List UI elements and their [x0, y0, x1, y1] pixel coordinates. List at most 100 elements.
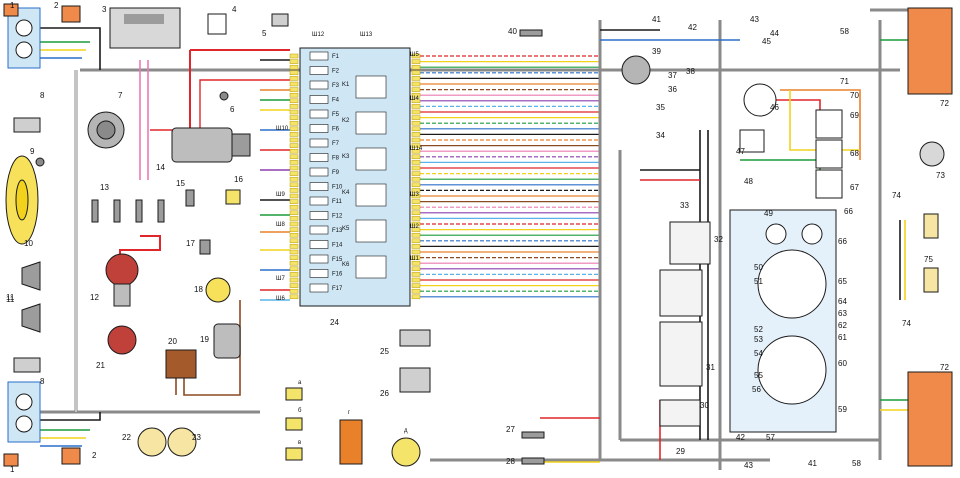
label-sh7: Ш7 — [276, 276, 285, 282]
label-c61: 61 — [838, 333, 847, 342]
label-c21: 21 — [96, 361, 105, 370]
pin-left — [289, 216, 299, 221]
heater-motor — [621, 55, 651, 85]
pin-left — [289, 227, 299, 232]
pin-right — [411, 260, 421, 266]
label-c14: 14 — [156, 163, 165, 172]
label-c19: 19 — [200, 335, 209, 344]
spark-plugs — [91, 199, 165, 223]
pin-left — [289, 81, 299, 87]
rear-lamp-bottom — [907, 371, 953, 467]
component-5 — [271, 13, 289, 27]
component-47 — [739, 129, 765, 153]
label-c33: 33 — [680, 201, 689, 210]
pin-left — [289, 115, 299, 120]
pin-left — [289, 126, 299, 132]
label-c20: 20 — [168, 337, 177, 346]
instrument-cluster — [729, 209, 837, 433]
pin-right — [411, 76, 421, 81]
label-c5: 5 — [262, 29, 267, 38]
pin-right — [411, 53, 421, 59]
label-fuse16: F17 — [332, 286, 343, 292]
label-c9: 9 — [30, 147, 35, 156]
fuse-14 — [309, 240, 329, 249]
sensor-17 — [199, 239, 211, 255]
alternator — [87, 111, 125, 149]
turn-lamp-front-top — [61, 5, 81, 23]
label-sh5: Ш5 — [410, 52, 419, 58]
label-sh12: Ш12 — [312, 32, 325, 38]
pin-right — [411, 165, 421, 171]
pin-left — [289, 255, 299, 260]
label-fuse6: F7 — [332, 141, 340, 147]
pin-left — [289, 154, 299, 160]
wire-bundles — [10, 8, 920, 470]
component-18 — [205, 277, 231, 303]
label-c15: 15 — [176, 179, 185, 188]
label-c26: 26 — [380, 389, 389, 398]
component-6 — [219, 91, 229, 101]
label-c70: 70 — [850, 91, 859, 100]
pin-right — [411, 176, 421, 182]
pin-left — [289, 132, 299, 137]
label-c47: 47 — [736, 147, 745, 156]
label-c40: 40 — [508, 27, 517, 36]
washer-motor-bottom — [13, 357, 41, 373]
pin-right — [411, 188, 421, 193]
label-fuse14: F15 — [332, 257, 343, 263]
label-c16: 16 — [234, 175, 243, 184]
fuse-relay-block: F1F2F3F4F5F6F7F8F9F10F11F12F13F14F15F16F… — [299, 47, 411, 307]
label-fuse2: F3 — [332, 83, 340, 89]
label-c29: 29 — [676, 447, 685, 456]
label-c17: 17 — [186, 239, 195, 248]
component-73 — [919, 141, 945, 167]
pin-left — [289, 294, 299, 300]
pin-left — [289, 165, 299, 171]
label-relay3: K4 — [342, 190, 350, 196]
label-c41a: 41 — [652, 15, 661, 24]
label-fuse10: F11 — [332, 199, 343, 205]
label-c23: 23 — [192, 433, 201, 442]
label-c56: 56 — [752, 385, 761, 394]
label-relay0: K1 — [342, 82, 350, 88]
label-c6: 6 — [230, 105, 235, 114]
label-c60: 60 — [838, 359, 847, 368]
label-c36: 36 — [668, 85, 677, 94]
label-c72b: 72 — [940, 363, 949, 372]
label-c25: 25 — [380, 347, 389, 356]
pin-left — [289, 137, 299, 143]
pin-right — [411, 143, 421, 148]
label-sh2: Ш2 — [410, 224, 419, 230]
label-c44: 44 — [770, 29, 779, 38]
pin-left — [289, 238, 299, 244]
label-sh4: Ш4 — [410, 96, 419, 102]
switch-panel-upper — [659, 269, 703, 317]
fuse-4 — [309, 95, 329, 104]
switch-20 — [165, 349, 197, 379]
side-lamp-top — [3, 3, 19, 17]
pin-right — [411, 272, 421, 277]
label-c43b: 43 — [744, 461, 753, 470]
relay-67-68-69 — [815, 109, 843, 199]
fuse-16 — [309, 269, 329, 278]
pin-left — [289, 70, 299, 76]
label-c8b: 8 — [40, 377, 45, 386]
label-fuse5: F6 — [332, 127, 340, 133]
pin-right — [411, 193, 421, 199]
pin-right — [411, 120, 421, 126]
lamp-75 — [923, 213, 939, 293]
component-25 — [399, 329, 431, 347]
pin-left — [289, 244, 299, 249]
label-fuse8: F9 — [332, 170, 340, 176]
sensor-16 — [225, 189, 241, 205]
pin-left — [289, 148, 299, 154]
pin-left — [289, 249, 299, 255]
label-c42a: 42 — [688, 23, 697, 32]
label-inset-g: г — [348, 410, 351, 416]
label-sh10: Ш10 — [276, 126, 289, 132]
pin-right — [411, 109, 421, 115]
label-c48: 48 — [744, 177, 753, 186]
